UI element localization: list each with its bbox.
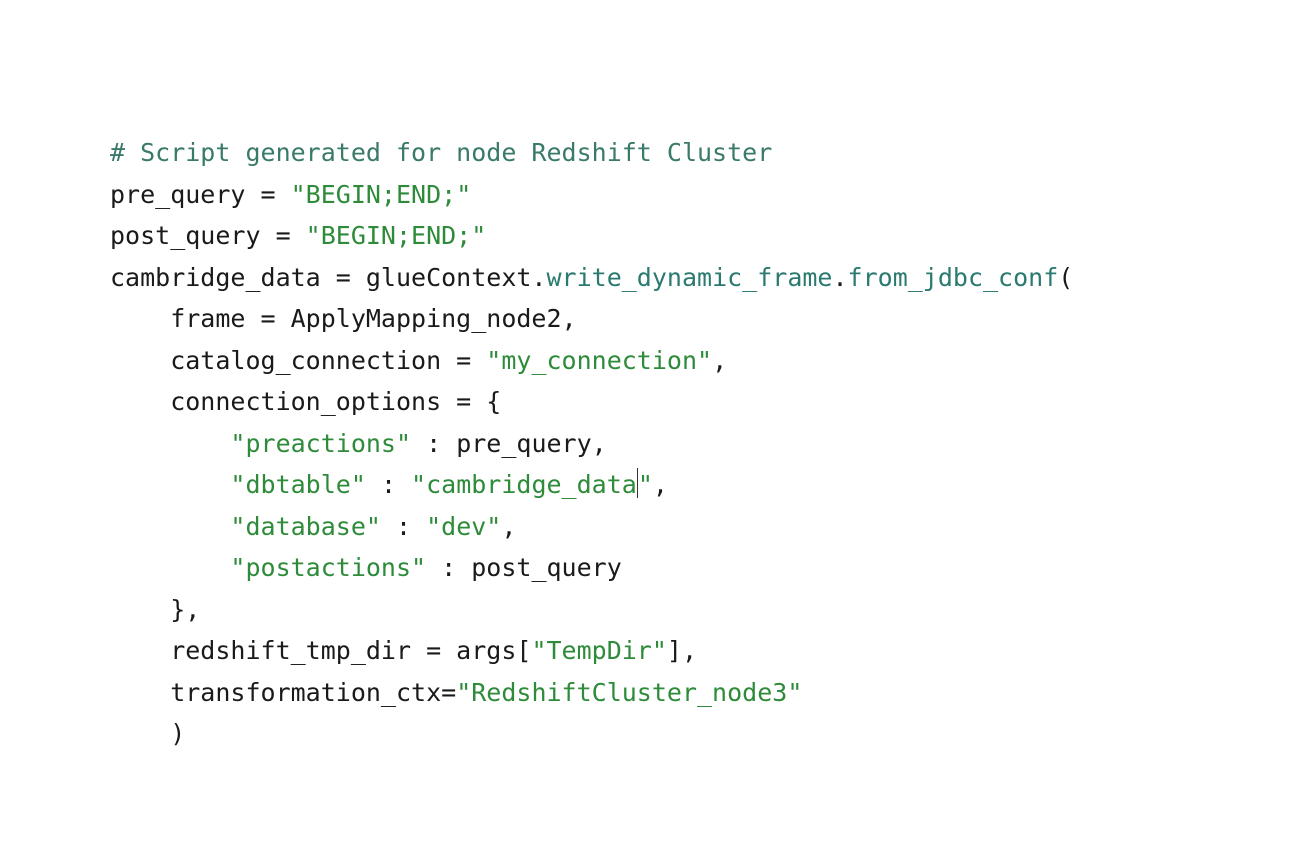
- code-token-string: "my_connection": [486, 345, 713, 375]
- code-line: connection_options = {: [110, 381, 1210, 423]
- code-token-string: "postactions": [230, 553, 427, 582]
- code-line: catalog_connection = "my_connection",: [110, 340, 1210, 382]
- code-token-string: "RedshiftCluster_node3": [456, 677, 803, 707]
- code-token-plain: (: [1058, 262, 1074, 292]
- code-token-plain: },: [110, 594, 201, 624]
- code-token-plain: transformation_ctx=: [110, 677, 457, 707]
- code-token-plain: :: [380, 511, 427, 541]
- code-token-plain: ): [110, 719, 186, 748]
- code-token-string: "dev": [426, 511, 502, 541]
- code-token-string: "BEGIN;END;": [305, 221, 487, 250]
- code-token-plain: : post_query: [426, 553, 622, 582]
- code-token-plain: ,: [712, 345, 728, 375]
- code-token-method: write_dynamic_frame: [546, 262, 833, 292]
- code-line: transformation_ctx="RedshiftCluster_node…: [110, 672, 1210, 714]
- code-token-plain: catalog_connection =: [110, 345, 487, 375]
- code-line: "postactions" : post_query: [110, 547, 1210, 589]
- code-token-method: from_jdbc_conf: [847, 262, 1059, 292]
- code-token-plain: [110, 512, 230, 541]
- code-token-plain: [110, 429, 230, 458]
- code-token-plain: ,: [652, 470, 668, 499]
- code-token-plain: :: [365, 470, 412, 499]
- code-line: "preactions" : pre_query,: [110, 423, 1210, 465]
- code-token-string: ": [637, 470, 653, 499]
- code-line: redshift_tmp_dir = args["TempDir"],: [110, 630, 1210, 672]
- text-cursor: [636, 468, 638, 498]
- code-line: },: [110, 589, 1210, 631]
- code-token-plain: [110, 470, 230, 499]
- code-token-plain: ],: [666, 636, 698, 665]
- code-token-plain: redshift_tmp_dir = args[: [110, 636, 532, 665]
- code-line: pre_query = "BEGIN;END;": [110, 174, 1210, 216]
- code-token-plain: .: [832, 262, 848, 292]
- code-token-string: "dbtable": [230, 470, 366, 499]
- code-token-string: "cambridge_data: [411, 470, 637, 499]
- code-line: # Script generated for node Redshift Clu…: [110, 132, 1210, 174]
- code-line: ): [110, 713, 1210, 755]
- code-token-plain: : pre_query,: [411, 428, 607, 458]
- code-token-string: "preactions": [230, 428, 412, 458]
- code-token-plain: frame = ApplyMapping_node2,: [110, 304, 577, 333]
- code-token-string: "database": [230, 511, 381, 541]
- code-token-plain: connection_options = {: [110, 387, 502, 416]
- code-token-string: "BEGIN;END;": [290, 179, 472, 209]
- code-token-comment: # Script generated for node Redshift Clu…: [110, 138, 773, 167]
- code-token-plain: ,: [501, 511, 517, 541]
- code-line: post_query = "BEGIN;END;": [110, 215, 1210, 257]
- code-token-plain: cambridge_data = glueContext.: [110, 262, 547, 292]
- code-line: "dbtable" : "cambridge_data",: [110, 464, 1210, 506]
- code-line: frame = ApplyMapping_node2,: [110, 298, 1210, 340]
- code-editor[interactable]: # Script generated for node Redshift Clu…: [110, 132, 1210, 755]
- code-token-plain: pre_query =: [110, 179, 291, 209]
- code-token-string: "TempDir": [531, 636, 667, 665]
- code-token-plain: [110, 553, 230, 582]
- code-token-plain: post_query =: [110, 221, 306, 250]
- code-line: "database" : "dev",: [110, 506, 1210, 548]
- code-line: cambridge_data = glueContext.write_dynam…: [110, 257, 1210, 299]
